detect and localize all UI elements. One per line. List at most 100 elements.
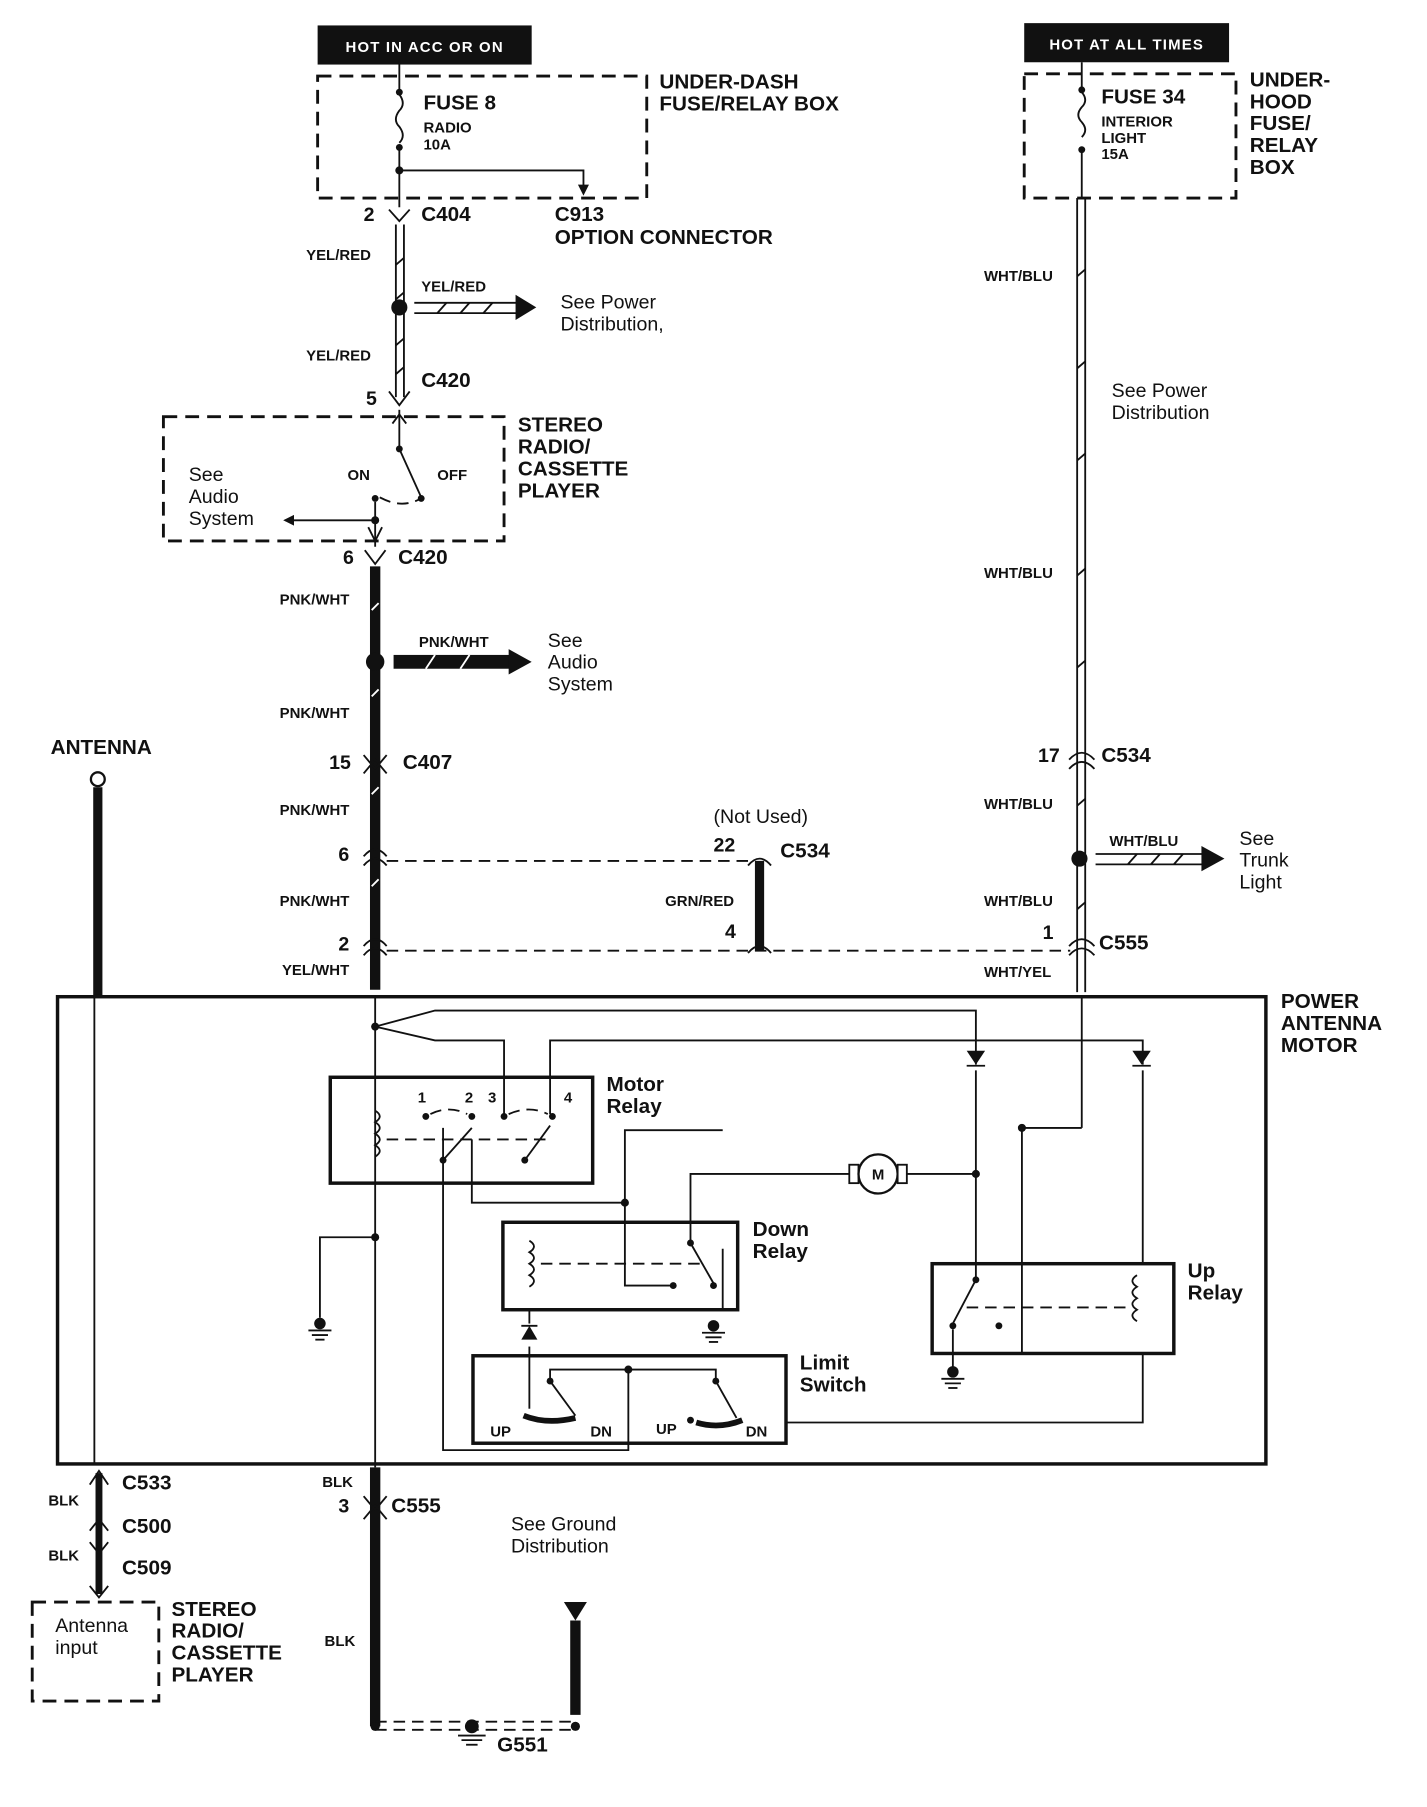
- branch-arrow-audio: [393, 649, 532, 675]
- relay-label: Relay: [1188, 1281, 1244, 1304]
- wire-label: PNK/WHT: [419, 634, 489, 651]
- connector-icon: [364, 549, 387, 566]
- wire-label: PNK/WHT: [280, 802, 350, 819]
- wire-label: WHT/BLU: [984, 565, 1053, 582]
- relay-pin: 2: [465, 1090, 473, 1107]
- power-label-always: HOT AT ALL TIMES: [1024, 23, 1230, 63]
- antenna-label: ANTENNA: [51, 736, 152, 759]
- component-label: POWER: [1281, 990, 1359, 1013]
- pin-number: 2: [338, 934, 349, 956]
- pin-number: 2: [364, 204, 375, 226]
- reference-text: See Ground: [511, 1514, 616, 1536]
- power-antenna-motor-box: [55, 994, 1268, 1466]
- under-hood-fuse-box: UNDER- HOOD FUSE/ RELAY BOX FUSE 34 INTE…: [1022, 62, 1330, 200]
- reference-text: Trunk: [1239, 850, 1288, 872]
- fuse-box-label: UNDER-DASH: [659, 71, 798, 94]
- relay-pin: 1: [418, 1090, 426, 1107]
- switch-icon: [398, 448, 423, 498]
- ground-label: G551: [497, 1734, 548, 1757]
- connector-icon: [362, 938, 388, 956]
- connector-label: C534: [1101, 744, 1151, 767]
- connector-label: C555: [1099, 932, 1149, 955]
- connector-icon: [1068, 751, 1096, 770]
- fuse-desc: 10A: [423, 137, 451, 154]
- reference-text: See Power: [560, 292, 656, 314]
- motor-label: M: [872, 1167, 884, 1184]
- pin-number: 15: [329, 752, 351, 774]
- branch-arrow-trunk: [1095, 845, 1225, 872]
- component-label: RADIO/: [518, 436, 591, 459]
- fuse-icon: [1077, 62, 1087, 199]
- switch-label: Switch: [800, 1373, 867, 1396]
- component-label: ANTENNA: [1281, 1012, 1382, 1035]
- wire-label: YEL/WHT: [282, 962, 349, 979]
- component-label: STEREO: [171, 1598, 256, 1621]
- wire-label: WHT/BLU: [984, 796, 1053, 813]
- wire-label: GRN/RED: [665, 893, 734, 910]
- reference-text: Audio: [189, 486, 239, 508]
- relay-label: Up: [1188, 1260, 1216, 1283]
- coil-icon: [1131, 1274, 1139, 1323]
- ground-icon: [701, 1320, 726, 1343]
- component-label: STEREO: [518, 414, 603, 437]
- wire-label: PNK/WHT: [280, 893, 350, 910]
- connector-label: C420: [421, 369, 471, 392]
- power-label-acc: HOT IN ACC OR ON: [317, 25, 532, 65]
- connector-icon: [388, 390, 411, 407]
- branch-arrow-power: [414, 294, 537, 321]
- relay-label: Relay: [606, 1095, 662, 1118]
- wire-label: YEL/RED: [421, 278, 486, 295]
- down-relay: Down Relay: [501, 1218, 809, 1312]
- fuse-desc: RADIO: [423, 119, 471, 136]
- wire-label: BLK: [48, 1548, 79, 1565]
- wire-label: WHT/BLU: [984, 268, 1053, 285]
- connector-label: C509: [122, 1556, 171, 1579]
- wire-label: WHT/YEL: [984, 964, 1051, 981]
- fuse-box-label: RELAY: [1250, 134, 1318, 157]
- reference-text: See Power: [1112, 380, 1208, 402]
- relay-label: Down: [753, 1218, 809, 1241]
- internal-wiring: [319, 996, 1151, 1468]
- connector-icon: [362, 754, 388, 775]
- connector-label: C533: [122, 1471, 171, 1494]
- fuse-desc: LIGHT: [1101, 130, 1146, 147]
- switch-off-label: OFF: [437, 467, 467, 484]
- diode-icon: [521, 1325, 538, 1340]
- connector-icon: [362, 848, 388, 867]
- connector-label: C407: [403, 751, 453, 774]
- antenna-icon: [89, 771, 106, 788]
- antenna-cable: [88, 1469, 109, 1599]
- motor-icon: M: [848, 1153, 908, 1195]
- connector-label: C534: [780, 839, 830, 862]
- fuse-box-label: HOOD: [1250, 90, 1312, 113]
- power-source-label: HOT IN ACC OR ON: [346, 39, 504, 56]
- relay-label: Relay: [753, 1240, 809, 1263]
- pin-number: 3: [338, 1495, 349, 1517]
- pin-number: 5: [366, 388, 377, 410]
- fuse-desc: 15A: [1101, 146, 1129, 163]
- pin-number: 1: [1043, 922, 1054, 944]
- reference-text: Distribution: [1112, 402, 1210, 424]
- fuse-desc: INTERIOR: [1101, 114, 1173, 131]
- reference-text: System: [189, 508, 254, 530]
- connector-label: C913: [555, 203, 605, 226]
- under-dash-fuse-box: UNDER-DASH FUSE/RELAY BOX FUSE 8 RADIO 1…: [316, 59, 839, 208]
- contact-label: DN: [746, 1423, 768, 1440]
- reference-text: Audio: [548, 652, 598, 674]
- connector-label: C555: [391, 1494, 440, 1517]
- ground-icon: [464, 1719, 479, 1734]
- motor-relay: Motor Relay 1 2 3 4: [328, 1073, 664, 1185]
- connector-label: C420: [398, 546, 447, 569]
- pin-number: 4: [725, 921, 736, 943]
- reference-text: System: [548, 674, 613, 696]
- reference-text: Light: [1239, 872, 1282, 894]
- wire-label: WHT/BLU: [984, 893, 1053, 910]
- component-label: RADIO/: [171, 1620, 244, 1643]
- reference-text: Distribution: [511, 1536, 609, 1558]
- input-label: input: [55, 1637, 98, 1659]
- wire-blk-ground: [362, 1467, 388, 1727]
- stereo-radio-top: STEREO RADIO/ CASSETTE PLAYER ON OFF See…: [161, 409, 628, 547]
- wire-wht-blu: [1076, 198, 1087, 993]
- wire-label: WHT/BLU: [1109, 833, 1178, 850]
